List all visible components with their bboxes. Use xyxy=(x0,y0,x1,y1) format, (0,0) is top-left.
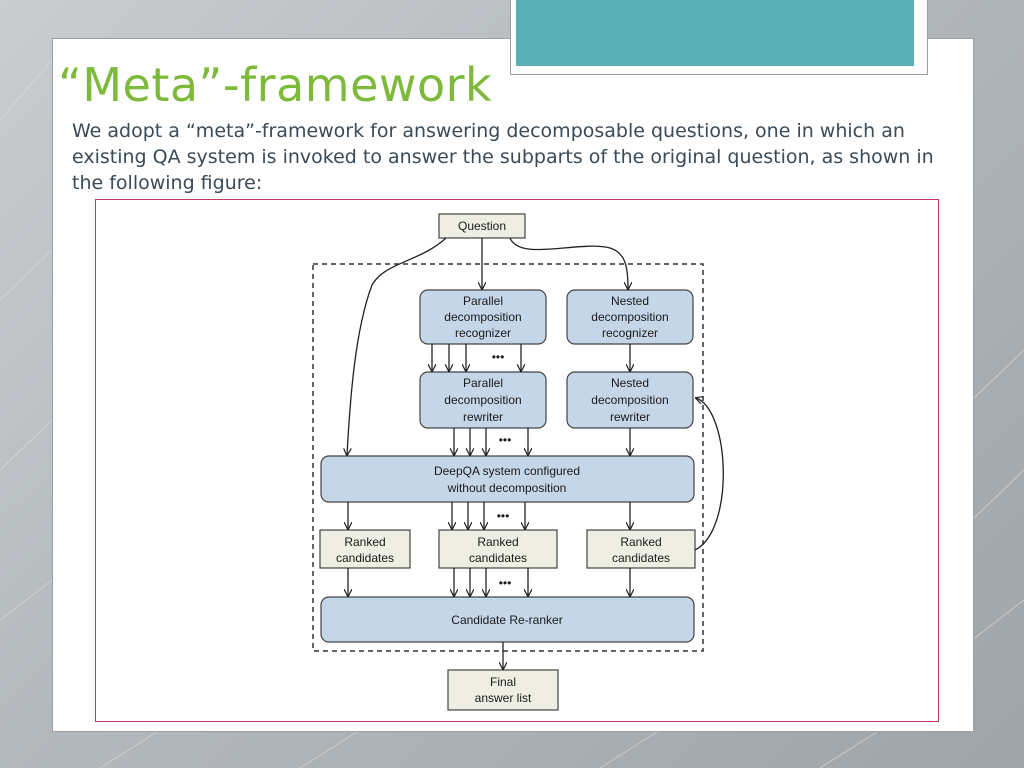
ranked-left-line1: Ranked xyxy=(344,535,385,549)
nested-recognizer-line1: Nested xyxy=(611,294,649,308)
slide-body-text: We adopt a “meta”-framework for answerin… xyxy=(72,120,934,194)
ranked-candidates-right-box xyxy=(586,529,696,569)
parallel-rewriter-line3: rewriter xyxy=(463,410,503,424)
ellipsis-4: ••• xyxy=(499,576,512,590)
ranked-right-line1: Ranked xyxy=(620,535,661,549)
parallel-recognizer-line2: decomposition xyxy=(444,310,521,324)
parallel-rewriter-line1: Parallel xyxy=(463,376,503,390)
ellipsis-3: ••• xyxy=(497,509,510,523)
accent-box xyxy=(516,0,914,66)
deepqa-box xyxy=(320,455,695,503)
deepqa-dashed-container xyxy=(312,263,704,652)
parallel-recognizer-box xyxy=(419,289,547,345)
nested-rewriter-line1: Nested xyxy=(611,376,649,390)
nested-recognizer-line3: recognizer xyxy=(602,326,658,340)
arrow-group xyxy=(347,237,724,669)
ranked-left-line2: candidates xyxy=(336,551,394,565)
deepqa-line2: without decomposition xyxy=(447,481,567,495)
parallel-recognizer-line3: recognizer xyxy=(455,326,511,340)
reranker-label: Candidate Re-ranker xyxy=(451,613,562,627)
parallel-recognizer-line1: Parallel xyxy=(463,294,503,308)
nested-rewriter-line3: rewriter xyxy=(610,410,650,424)
nested-recognizer-line2: decomposition xyxy=(591,310,668,324)
ranked-right-line2: candidates xyxy=(612,551,670,565)
ranked-candidates-left-box xyxy=(319,529,411,569)
final-line1: Final xyxy=(490,675,516,689)
candidate-reranker-box xyxy=(320,596,695,643)
ellipsis-2: ••• xyxy=(499,433,512,447)
question-box xyxy=(438,213,526,239)
ranked-mid-line1: Ranked xyxy=(477,535,518,549)
ranked-mid-line2: candidates xyxy=(469,551,527,565)
parallel-rewriter-line2: decomposition xyxy=(444,393,521,407)
parallel-rewriter-box xyxy=(419,371,547,429)
nested-rewriter-line2: decomposition xyxy=(591,393,668,407)
final-line2: answer list xyxy=(475,691,532,705)
deepqa-line1: DeepQA system configured xyxy=(434,464,580,478)
final-answer-box xyxy=(447,669,559,711)
ranked-candidates-mid-box xyxy=(438,529,558,569)
question-label: Question xyxy=(458,219,506,233)
ellipsis-1: ••• xyxy=(492,350,505,364)
slide-title: “Meta”-framework xyxy=(58,58,493,112)
